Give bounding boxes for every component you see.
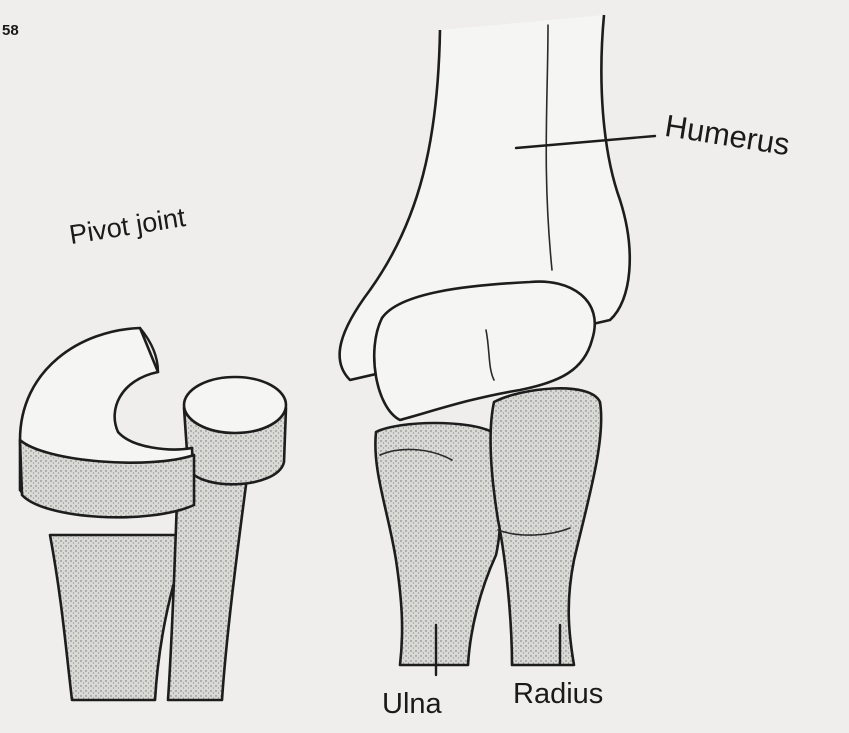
elbow-illustration	[340, 15, 655, 675]
page-number: 58	[2, 22, 19, 39]
label-ulna: Ulna	[382, 688, 442, 721]
pivot-joint-illustration	[20, 328, 286, 700]
ulna-bone	[375, 423, 500, 665]
label-radius: Radius	[513, 678, 603, 711]
pivot-ulna-head-top	[184, 377, 286, 433]
radius-bone	[491, 388, 602, 665]
